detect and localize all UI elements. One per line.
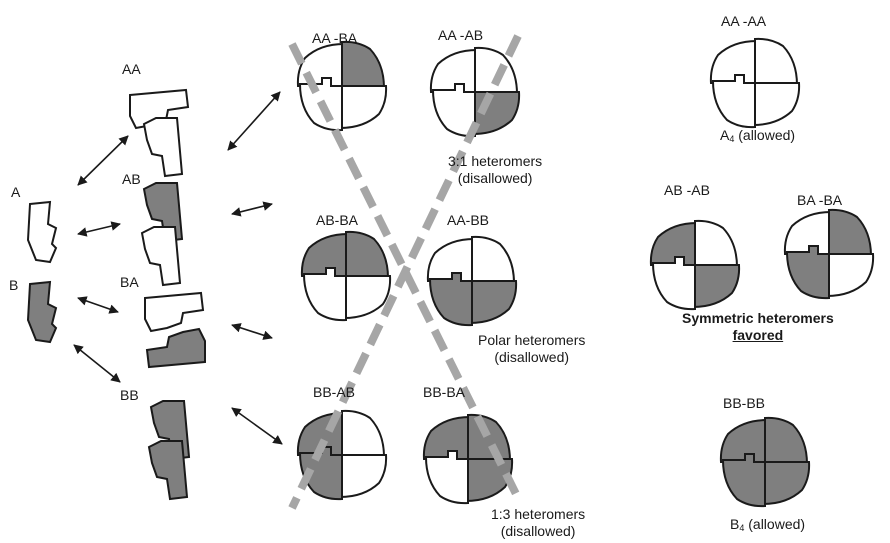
dimer-ab bbox=[142, 183, 182, 285]
arrow-b-ba bbox=[78, 298, 118, 312]
label-bb-bb: BB-BB bbox=[723, 395, 765, 411]
tetramer-ab-ab bbox=[651, 221, 739, 309]
caption-one-three-line1: 1:3 heteromers bbox=[491, 506, 585, 523]
caption-symmetric-heteromers: Symmetric heteromers favored bbox=[682, 310, 834, 344]
caption-b4-allowed: B4 (allowed) bbox=[730, 516, 805, 537]
label-aa-ab: AA -AB bbox=[438, 27, 483, 43]
monomer-b bbox=[28, 282, 56, 342]
arrow-b-bb bbox=[74, 345, 120, 382]
tetramer-ba-ba bbox=[785, 210, 873, 298]
label-bb-ab: BB-AB bbox=[313, 384, 355, 400]
tetramer-aa-aa bbox=[711, 39, 799, 127]
label-aa-bb: AA-BB bbox=[447, 212, 489, 228]
label-aa: AA bbox=[122, 61, 141, 77]
arrow-ab-row2 bbox=[232, 204, 272, 214]
label-bb-ba: BB-BA bbox=[423, 384, 465, 400]
caption-a4-allowed: A4 (allowed) bbox=[720, 127, 795, 148]
label-ba-ba: BA -BA bbox=[797, 192, 842, 208]
label-b: B bbox=[9, 277, 18, 293]
tetramer-bb-ab bbox=[298, 411, 386, 499]
caption-polar-heteromers: Polar heteromers (disallowed) bbox=[478, 332, 585, 366]
label-ab-ba: AB-BA bbox=[316, 212, 358, 228]
tetramer-aa-bb bbox=[428, 237, 516, 325]
caption-three-one-line2: (disallowed) bbox=[448, 170, 542, 187]
caption-symmetric-line1: Symmetric heteromers bbox=[682, 310, 834, 327]
caption-one-three-line2: (disallowed) bbox=[491, 523, 585, 540]
caption-b4-main: B bbox=[730, 516, 739, 532]
caption-a4-rest: (allowed) bbox=[734, 127, 795, 143]
caption-polar-line2: (disallowed) bbox=[478, 349, 585, 366]
caption-three-one-line1: 3:1 heteromers bbox=[448, 153, 542, 170]
arrow-aa-row1 bbox=[228, 92, 280, 150]
label-aa-ba: AA -BA bbox=[312, 30, 357, 46]
caption-one-three-heteromers: 1:3 heteromers (disallowed) bbox=[491, 506, 585, 540]
dimer-ba bbox=[145, 293, 205, 367]
label-ab: AB bbox=[122, 171, 141, 187]
caption-b4-rest: (allowed) bbox=[744, 516, 805, 532]
dimer-bb bbox=[149, 401, 189, 499]
caption-symmetric-line2: favored bbox=[682, 327, 834, 344]
dimer-aa bbox=[130, 90, 188, 176]
caption-three-one-heteromers: 3:1 heteromers (disallowed) bbox=[448, 153, 542, 187]
label-ba: BA bbox=[120, 274, 139, 290]
monomer-a bbox=[28, 202, 56, 262]
arrow-bb-row3 bbox=[232, 408, 282, 444]
caption-polar-line1: Polar heteromers bbox=[478, 332, 585, 349]
tetramer-bb-bb bbox=[721, 418, 809, 506]
arrow-a-aa bbox=[78, 136, 128, 185]
label-aa-aa: AA -AA bbox=[721, 13, 766, 29]
caption-a4-main: A bbox=[720, 127, 729, 143]
label-a: A bbox=[11, 184, 20, 200]
tetramer-ab-ba bbox=[302, 232, 390, 320]
arrow-a-ab bbox=[78, 224, 120, 234]
label-ab-ab: AB -AB bbox=[664, 182, 710, 198]
label-bb: BB bbox=[120, 387, 139, 403]
arrow-ba-row2 bbox=[232, 325, 272, 338]
